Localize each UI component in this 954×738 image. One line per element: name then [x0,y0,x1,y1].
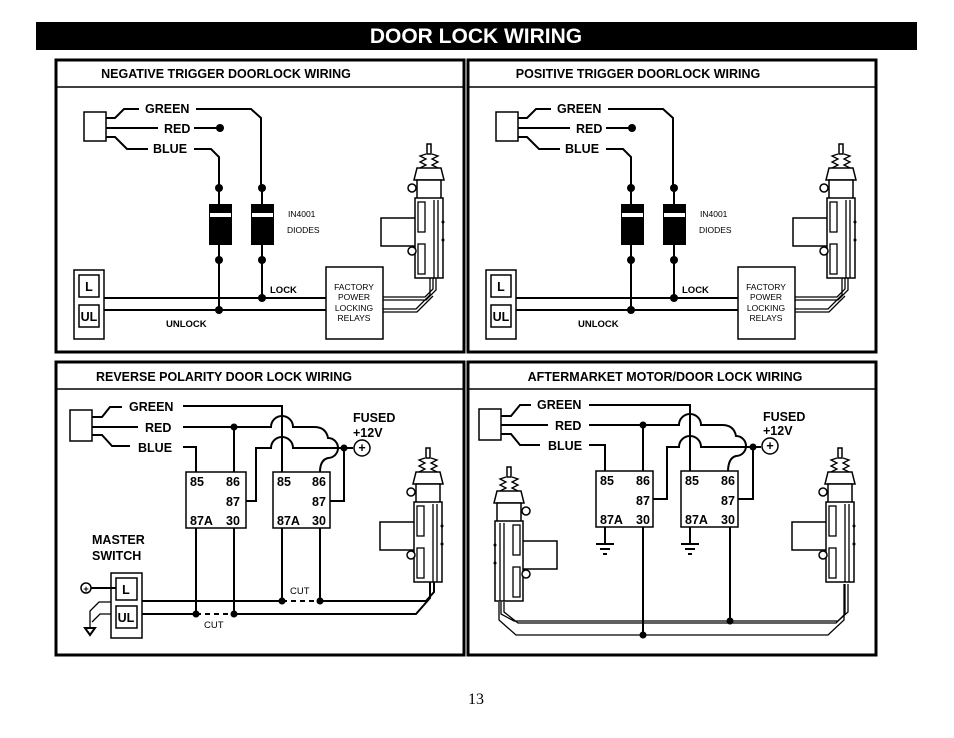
relay-label-line: LOCKING [747,303,785,313]
wire-red-label: RED [555,419,581,433]
switch-lock-label: L [85,280,93,294]
svg-text:87: 87 [226,495,240,509]
fused-label: FUSED [353,411,395,425]
fused-12v-terminal [353,439,371,457]
svg-text:85: 85 [190,475,204,489]
diode [251,184,274,298]
master-switch-label: MASTER [92,533,145,547]
switch-unlock-label: UL [493,310,510,324]
switch-unlock-label: UL [118,611,135,625]
panel-negative-trigger: NEGATIVE TRIGGER DOORLOCK WIRING GREEN R… [54,58,466,354]
diode-part-label: IN4001 [288,209,316,219]
switch-lock-label: L [122,583,130,597]
wire-green-label: GREEN [129,400,173,414]
svg-text:30: 30 [226,514,240,528]
relay-label-line: LOCKING [335,303,373,313]
diode-part-label: IN4001 [700,209,728,219]
fused-12v-terminal [761,437,779,455]
title-bar [36,22,917,50]
connector [83,111,107,142]
panel-aftermarket-motor: AFTERMARKET MOTOR/DOOR LOCK WIRING GREEN… [466,360,878,657]
switch-lock-label: L [497,280,505,294]
svg-text:87: 87 [721,494,735,508]
fused-label: FUSED [763,410,805,424]
panel-title: AFTERMARKET MOTOR/DOOR LOCK WIRING [528,370,803,384]
relay-2: 85 86 87 87A 30 [272,471,331,529]
connector [478,408,502,441]
svg-text:87A: 87A [685,513,708,527]
page-title: DOOR LOCK WIRING [370,25,582,48]
connector [69,409,93,442]
diode [663,184,686,298]
relay-label-line: RELAYS [338,313,371,323]
switch-unlock-label: UL [81,310,98,324]
factory-relays-box [325,266,384,340]
svg-text:30: 30 [312,514,326,528]
voltage-label: +12V [353,426,383,440]
svg-text:85: 85 [685,474,699,488]
diode [621,184,644,310]
diode-label: DIODES [287,225,320,235]
relay-label-line: POWER [338,292,370,302]
svg-text:87: 87 [312,495,326,509]
panel-positive-trigger: POSITIVE TRIGGER DOORLOCK WIRING GREEN R… [466,58,878,354]
unlock-wire-label: UNLOCK [166,319,207,330]
panel-reverse-polarity: REVERSE POLARITY DOOR LOCK WIRING GREEN … [54,360,466,657]
relay-1: 85 86 87 87A 30 [185,471,247,529]
lock-wire-label: LOCK [682,285,709,296]
ground-icon [83,627,97,637]
svg-text:+: + [83,584,89,595]
relay-2: 85 86 87 87A 30 [680,470,739,528]
voltage-label: +12V [763,424,793,438]
wire-blue-label: BLUE [138,441,172,455]
svg-text:30: 30 [636,513,650,527]
relay-label-line: FACTORY [746,282,786,292]
relay-label-line: FACTORY [334,282,374,292]
factory-relays-box [737,266,796,340]
page-number: 13 [468,691,484,708]
cut-label: CUT [204,620,224,631]
wire-blue-label: BLUE [565,142,599,156]
relay-label-line: RELAYS [750,313,783,323]
wire-blue-label: BLUE [153,142,187,156]
svg-text:86: 86 [312,475,326,489]
wire-red-label: RED [145,421,171,435]
svg-text:87A: 87A [190,514,213,528]
svg-text:87A: 87A [277,514,300,528]
svg-text:87A: 87A [600,513,623,527]
wire-blue-label: BLUE [548,439,582,453]
svg-text:86: 86 [636,474,650,488]
diode-label: DIODES [699,225,732,235]
wire-green-label: GREEN [145,102,189,116]
panel-title: REVERSE POLARITY DOOR LOCK WIRING [96,370,352,384]
unlock-wire-label: UNLOCK [578,319,619,330]
wire-green-label: GREEN [557,102,601,116]
svg-text:86: 86 [721,474,735,488]
svg-text:85: 85 [600,474,614,488]
svg-text:87: 87 [636,494,650,508]
cut-label: CUT [290,586,310,597]
svg-text:85: 85 [277,475,291,489]
svg-text:30: 30 [721,513,735,527]
connector [495,111,519,142]
master-switch-label: SWITCH [92,549,141,563]
relay-label-line: POWER [750,292,782,302]
svg-text:+: + [358,441,365,455]
panel-title: NEGATIVE TRIGGER DOORLOCK WIRING [101,67,351,81]
svg-text:+: + [766,439,773,453]
panel-title: POSITIVE TRIGGER DOORLOCK WIRING [516,67,760,81]
wire-red-label: RED [164,122,190,136]
wire-green-label: GREEN [537,398,581,412]
svg-text:86: 86 [226,475,240,489]
wire-red-label: RED [576,122,602,136]
lock-wire-label: LOCK [270,285,297,296]
diode [209,184,232,310]
relay-1: 85 86 87 87A 30 [595,470,654,528]
